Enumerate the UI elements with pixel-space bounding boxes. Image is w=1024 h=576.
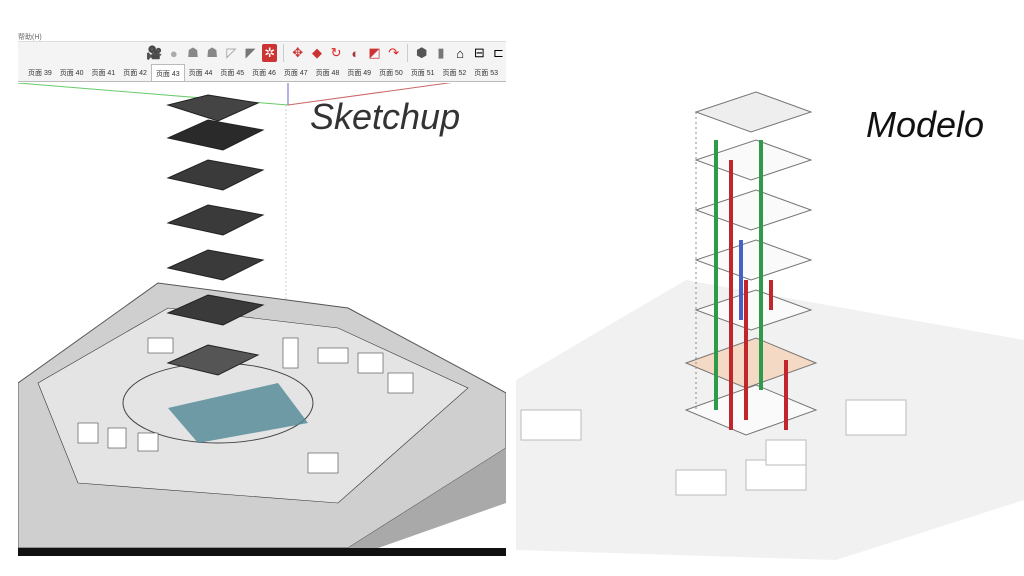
scene-tab[interactable]: 页面 39 [28,70,52,77]
modelo-floor-plates [684,91,818,436]
sketchup-viewport[interactable] [18,74,506,549]
circulation-arrows [714,140,788,430]
scene-tab[interactable]: 页面 46 [252,70,276,77]
toolbar-separator [283,44,285,62]
section-fill-icon[interactable]: ◤ [245,45,256,60]
modelo-render [516,80,1024,560]
menu-bar: 帮助(H) [18,28,506,42]
camera-walk-icon[interactable]: 🎥 [146,45,163,60]
top-view-icon[interactable]: ⊟ [473,45,485,60]
home-view-icon[interactable]: ⌂ [456,45,465,61]
section-display-icon[interactable]: ✲ [262,44,278,62]
orbit-icon[interactable]: ● [169,45,178,61]
scene-tab[interactable]: 页面 40 [59,70,84,77]
scene-tab[interactable]: 页面 49 [347,70,372,77]
status-bar [18,548,506,556]
sketchup-window: 帮助(H) 🎥 ● ☗ ☗ ◸ ◤ ✲ ✥ ◆ ↻ ◐ ◩ ↷ ⬢ ▮ ⌂ ⊟ … [18,28,506,556]
iso-view-icon[interactable]: ⬢ [416,45,428,60]
scene-tab[interactable]: 页面 45 [220,70,245,77]
toolbar: 🎥 ● ☗ ☗ ◸ ◤ ✲ ✥ ◆ ↻ ◐ ◩ ↷ ⬢ ▮ ⌂ ⊟ ⊏ [18,42,506,64]
scene-tab[interactable]: 页面 53 [474,70,499,77]
teal-building [168,383,308,443]
offset-icon[interactable]: ↷ [388,45,400,60]
side-view-icon[interactable]: ⊏ [493,45,504,60]
modelo-buildings [520,399,907,496]
scene-tab[interactable]: 页面 47 [283,70,308,77]
scene-tab[interactable]: 页面 52 [442,70,467,77]
exploded-floor-plates [166,94,265,376]
sketchup-label: Sketchup [310,96,461,137]
toolbar-separator [407,44,409,62]
section-plane-icon[interactable]: ◸ [226,45,237,60]
follow-me-icon[interactable]: ◐ [351,45,360,61]
sketchup-model [18,74,506,549]
rotate-icon[interactable]: ↻ [330,45,342,60]
scale-icon[interactable]: ◩ [368,45,381,60]
scene-tab[interactable]: 页面 50 [379,70,403,77]
push-pull-icon[interactable]: ◆ [311,45,322,60]
position-camera-icon[interactable]: ☗ [206,45,218,60]
modelo-model [516,91,1024,560]
site-buildings [77,337,414,474]
menu-help[interactable]: 帮助(H) [18,34,42,41]
scene-tab[interactable]: 页面 48 [315,70,340,77]
scene-tab[interactable]: 页面 42 [123,70,147,77]
scene-tab[interactable]: 页面 44 [188,70,213,77]
site-base-side [348,448,506,548]
scene-tab[interactable]: 页面 43 [150,64,185,81]
look-around-icon[interactable]: ☗ [187,45,199,60]
scene-tab[interactable]: 页 [502,64,506,81]
scene-tab[interactable]: 页面 41 [91,70,116,77]
front-view-icon[interactable]: ▮ [437,45,445,60]
move-icon[interactable]: ✥ [292,45,304,60]
scene-tab[interactable]: 页面 51 [410,70,435,77]
modelo-label: Modelo [866,104,985,145]
